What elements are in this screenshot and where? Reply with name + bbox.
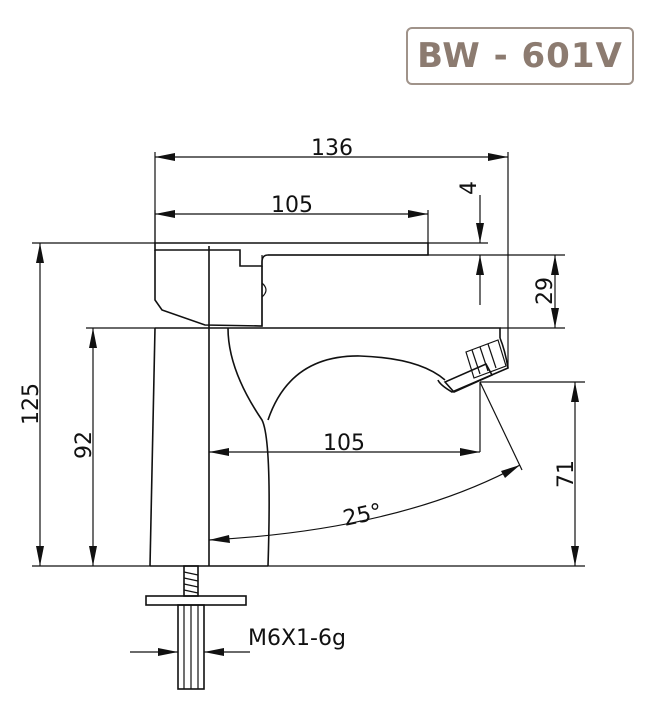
mounting-stud <box>145 565 247 690</box>
dim-handle-angle: 25° <box>341 499 384 532</box>
dim-total-height: 125 <box>19 383 44 425</box>
dim-spout-height: 92 <box>72 431 97 459</box>
dim-handle-top-offset: 4 <box>457 181 482 195</box>
dim-outlet-height: 71 <box>554 460 579 488</box>
faucet-outline <box>149 242 509 567</box>
extension-lines <box>32 152 585 653</box>
dim-thread-spec: M6X1-6g <box>248 626 346 651</box>
dim-overall-width: 136 <box>311 136 353 161</box>
dim-spout-reach: 105 <box>323 431 365 456</box>
dim-handle-height: 29 <box>533 277 558 305</box>
model-code-badge: BW - 601V <box>406 27 634 85</box>
dimension-labels: 136 105 4 29 125 92 105 71 25° M6X1-6g <box>19 136 579 651</box>
dim-handle-length: 105 <box>271 193 313 218</box>
model-code: BW - 601V <box>417 36 623 76</box>
dimension-lines <box>36 153 579 656</box>
